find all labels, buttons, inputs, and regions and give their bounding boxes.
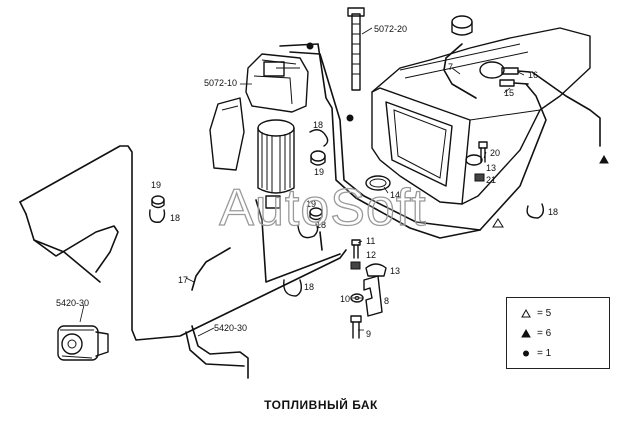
label-7: 7 xyxy=(448,62,453,72)
label-5420-30-left: 5420-30 xyxy=(56,298,89,308)
label-18-mid: 18 xyxy=(316,220,326,230)
label-17: 17 xyxy=(178,275,188,285)
nut-12 xyxy=(350,261,361,270)
filter-cartridge xyxy=(257,119,295,209)
legend-row-open-triangle: = 5 xyxy=(521,306,551,320)
diagram-title: ТОПЛИВНЫЙ БАК xyxy=(264,398,378,412)
fuel-level-sender xyxy=(347,7,365,91)
legend-text-filled-triangle: = 6 xyxy=(537,327,552,339)
label-13-mid: 13 xyxy=(390,266,400,276)
label-15: 15 xyxy=(504,88,514,98)
marker-open-triangle xyxy=(492,218,504,228)
hose-clip-18-mid xyxy=(297,223,319,239)
strap-13-right xyxy=(465,154,483,166)
label-10: 10 xyxy=(340,294,350,304)
label-5420-30-mid: 5420-30 xyxy=(214,323,247,333)
open-triangle-icon xyxy=(521,308,531,317)
marker-filled-triangle xyxy=(599,154,609,164)
label-14: 14 xyxy=(390,190,400,200)
legend-row-filled-triangle: = 6 xyxy=(521,326,551,340)
sleeve-19-left xyxy=(151,195,165,209)
bolt-11 xyxy=(351,239,361,259)
hose-clip-18-low xyxy=(283,279,303,297)
label-5072-10: 5072-10 xyxy=(204,78,237,88)
label-18-right: 18 xyxy=(548,207,558,217)
label-8: 8 xyxy=(384,296,389,306)
label-11: 11 xyxy=(366,236,375,246)
fuel-lines xyxy=(19,43,601,379)
nut-21 xyxy=(474,173,485,182)
strap-14 xyxy=(365,175,391,191)
legend-text-open-triangle: = 5 xyxy=(537,307,552,319)
hose-clip-18-right xyxy=(526,203,545,219)
breather-line xyxy=(443,43,477,99)
label-18-low: 18 xyxy=(304,282,314,292)
label-18-left: 18 xyxy=(170,213,180,223)
hose-clip-18-top xyxy=(309,129,329,147)
tank-fittings xyxy=(479,61,531,87)
filter-head-5072-10 xyxy=(245,53,309,113)
filled-triangle-icon xyxy=(521,328,531,337)
label-19-left: 19 xyxy=(151,180,161,190)
sleeve-19-mid xyxy=(309,207,323,221)
bracket-8 xyxy=(363,275,383,317)
label-18-top: 18 xyxy=(313,120,323,130)
label-16: 16 xyxy=(528,70,538,80)
damper-13 xyxy=(365,263,387,277)
sleeve-19-top xyxy=(310,150,326,166)
label-9: 9 xyxy=(366,329,371,339)
label-21: 21 xyxy=(486,175,496,185)
legend-row-filled-circle: = 1 xyxy=(521,346,551,360)
fuel-pump-5420-30 xyxy=(57,325,109,361)
filler-cap xyxy=(451,15,473,36)
legend-text-filled-circle: = 1 xyxy=(537,347,552,359)
leader-lines xyxy=(79,27,525,337)
label-12: 12 xyxy=(366,250,376,260)
label-20: 20 xyxy=(490,148,500,158)
bolt-9 xyxy=(350,315,362,339)
filled-circle-icon xyxy=(523,350,529,356)
filter-shield xyxy=(209,97,245,171)
label-5072-20: 5072-20 xyxy=(374,24,407,34)
legend-box: = 5 = 6 = 1 xyxy=(506,297,610,369)
hose-clip-18-left xyxy=(149,209,166,223)
callout-labels: 5072-20 5072-10 7 16 15 20 13 21 14 18 1… xyxy=(56,24,558,339)
marker-dot-2 xyxy=(346,114,354,122)
label-19-mid: 19 xyxy=(306,199,316,209)
label-13-right: 13 xyxy=(486,163,496,173)
marker-dot-1 xyxy=(306,42,314,50)
label-19-top: 19 xyxy=(314,167,324,177)
fuel-tank xyxy=(371,27,591,205)
